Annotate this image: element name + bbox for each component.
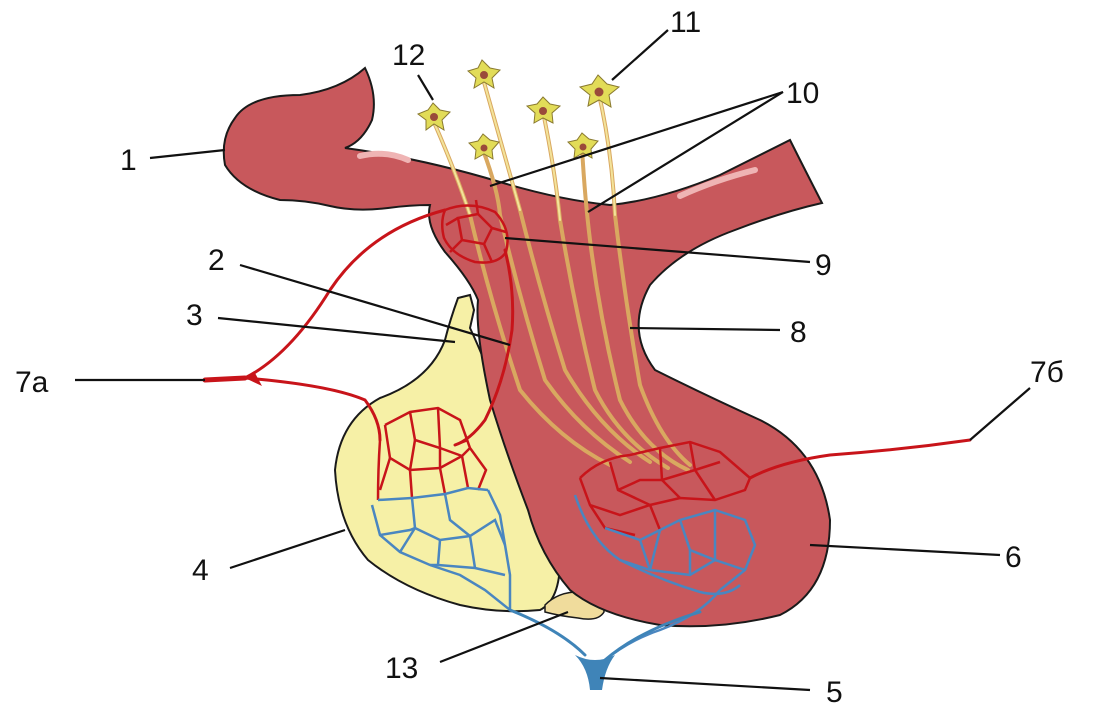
label-2: 2 (208, 244, 225, 277)
label-8: 8 (790, 316, 807, 349)
label-12: 12 (392, 39, 425, 72)
label-4: 4 (192, 554, 209, 587)
label-7a: 7а (15, 366, 49, 399)
label-5: 5 (826, 676, 843, 709)
label-13: 13 (385, 652, 418, 685)
label-7b: 7б (1030, 356, 1064, 389)
label-11: 11 (670, 6, 701, 39)
label-10: 10 (786, 77, 819, 110)
label-6: 6 (1005, 541, 1022, 574)
label-1: 1 (120, 144, 137, 177)
label-3: 3 (186, 299, 203, 332)
label-9: 9 (815, 249, 832, 282)
vein-trunk (575, 655, 615, 690)
